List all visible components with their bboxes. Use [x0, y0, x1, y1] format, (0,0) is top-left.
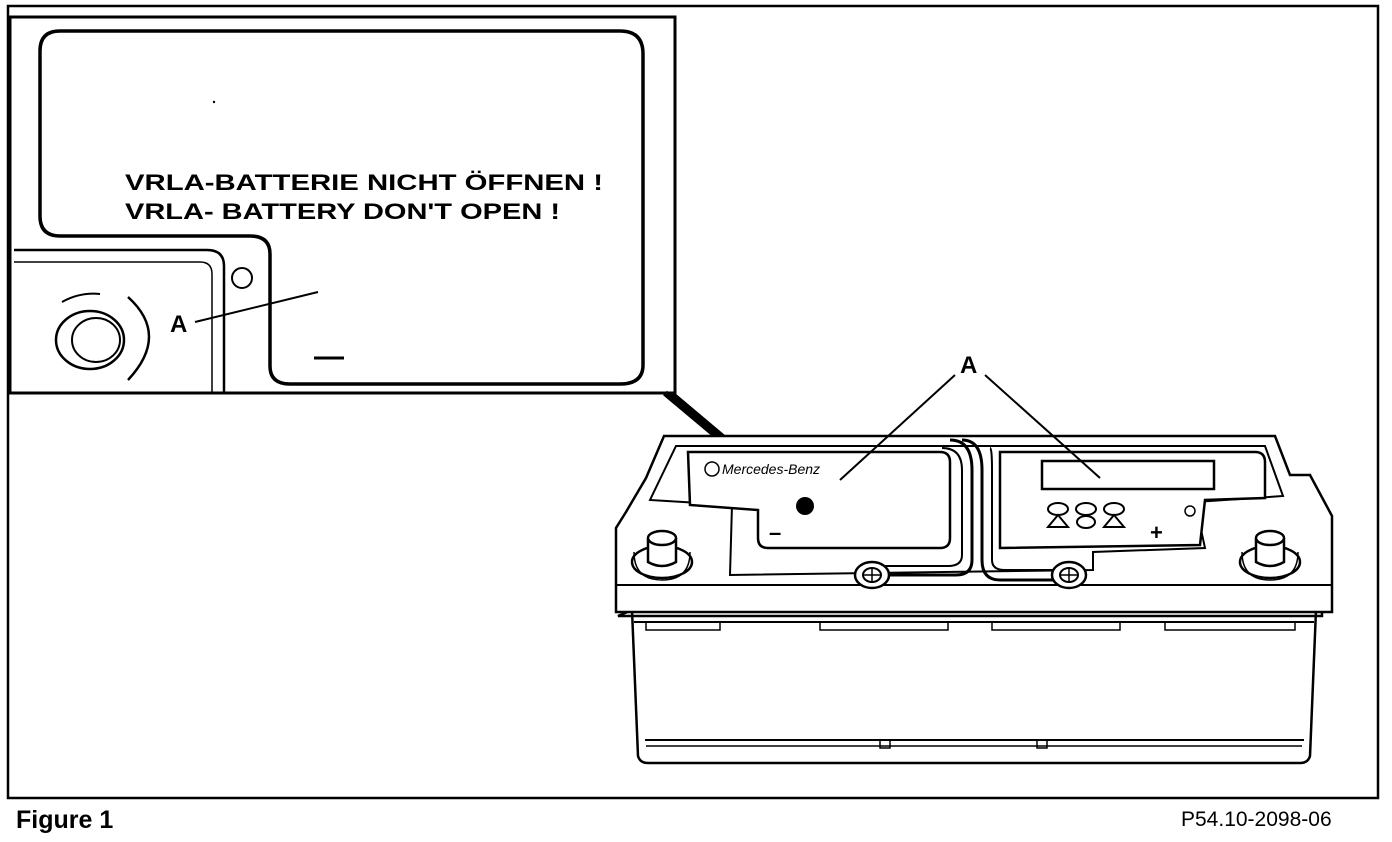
warning-text-en: VRLA- BATTERY DON'T OPEN ! [125, 199, 560, 224]
callout-vent-icon [231, 267, 253, 289]
battery-leader-right [984, 374, 1101, 479]
callout-terminal-post-icon [54, 292, 151, 381]
figure-reference-code: P54.10-2098-06 [1181, 808, 1332, 831]
figure-border [6, 4, 1380, 800]
battery-vent-icon [1184, 505, 1196, 517]
battery-brand: Mercedes-Benz [722, 461, 820, 477]
figure-caption: Figure 1 [16, 806, 114, 834]
warning-text-de: VRLA-BATTERIE NICHT ÖFFNEN ! [125, 170, 603, 195]
callout-terminal-well [14, 248, 226, 392]
battery-label-a: A [960, 352, 977, 379]
indicator-window [1040, 459, 1216, 491]
negative-terminal-icon [630, 529, 694, 581]
battery-left-label [686, 450, 952, 550]
callout-label-outline [38, 29, 645, 386]
lid-screw-right-icon [1050, 560, 1088, 590]
callout-label-a: A [170, 311, 187, 338]
battery-case [617, 608, 1324, 765]
battery-illustration: Mercedes-Benz – + [614, 352, 1334, 765]
positive-terminal-icon [1238, 529, 1302, 581]
battery-minus-symbol: – [769, 520, 781, 545]
detail-callout: — VRLA-BATTERIE NICHT ÖFFNEN ! VRLA- BAT… [8, 15, 677, 395]
callout-leader-line [194, 291, 319, 323]
lid-screw-left-icon [853, 560, 891, 590]
battery-leader-left [839, 374, 956, 481]
indicator-symbols-icon [1045, 502, 1127, 529]
battery-plus-symbol: + [1150, 520, 1163, 545]
callout-minus-symbol: — [314, 340, 344, 373]
label-marker-dot [796, 497, 814, 515]
